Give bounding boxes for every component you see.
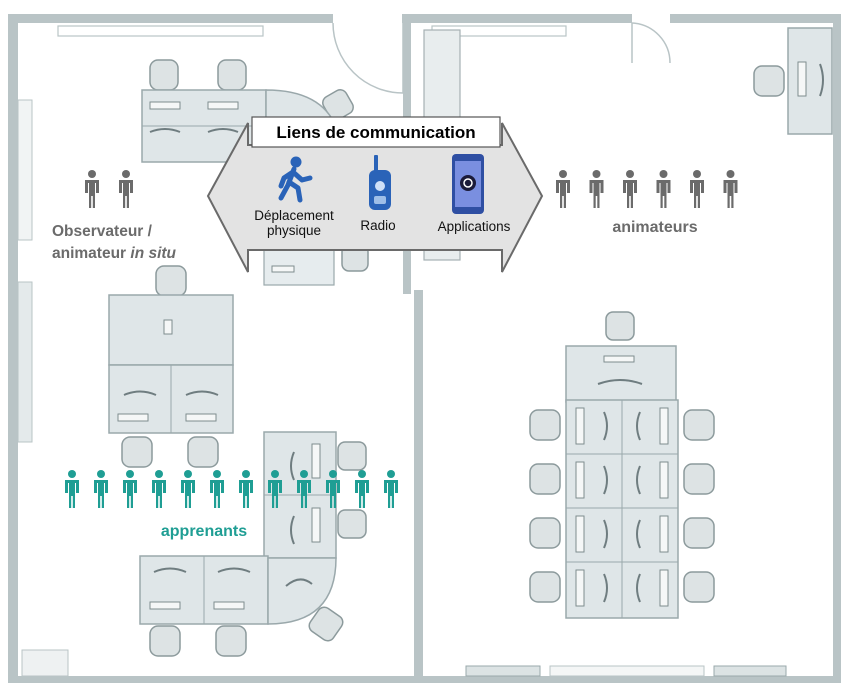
learners-label: apprenants — [161, 523, 247, 540]
animator-people-group — [556, 170, 738, 208]
channel-label-apps: Applications — [438, 219, 511, 234]
title-box — [251, 116, 501, 148]
person-icon — [656, 170, 671, 208]
person-icon — [123, 470, 137, 508]
person-icon — [94, 470, 108, 508]
desk-top-right — [753, 27, 833, 135]
person-icon — [85, 170, 99, 208]
person-icon — [65, 470, 79, 508]
channel-label-line2: physique — [267, 223, 321, 238]
person-icon — [268, 470, 282, 508]
person-icon — [326, 470, 340, 508]
person-icon — [210, 470, 224, 508]
person-icon — [297, 470, 311, 508]
walkie-talkie-icon — [369, 155, 391, 210]
walking-person-icon — [278, 156, 313, 203]
channel-label-radio: Radio — [360, 218, 395, 233]
observer-label-italic: in situ — [130, 245, 176, 262]
diagram-title: Liens de communication — [276, 123, 475, 142]
communication-double-arrow: Liens de communication Déplacement physi… — [206, 116, 544, 273]
person-icon — [623, 170, 637, 208]
person-icon — [556, 170, 570, 208]
channel-label-line1: Déplacement — [254, 208, 334, 223]
observer-label-line2: animateur in situ — [52, 245, 177, 262]
person-icon — [589, 170, 604, 208]
person-icon — [723, 170, 738, 208]
desk-block-middle-left — [108, 265, 234, 468]
person-icon — [239, 470, 253, 508]
person-icon — [355, 470, 369, 508]
person-icon — [690, 170, 704, 208]
observer-people-group — [85, 170, 133, 208]
conference-table-right — [529, 311, 715, 619]
learner-people-group — [65, 470, 398, 508]
person-icon — [384, 470, 398, 508]
observer-label-prefix: animateur — [52, 245, 130, 262]
animators-label: animateurs — [612, 219, 697, 236]
observer-label-line1: Observateur / — [52, 223, 153, 240]
person-icon — [181, 470, 195, 508]
smartphone-app-icon — [452, 154, 484, 214]
desk-cluster-bottom-left — [139, 431, 367, 657]
person-icon — [119, 170, 133, 208]
person-icon — [152, 470, 166, 508]
